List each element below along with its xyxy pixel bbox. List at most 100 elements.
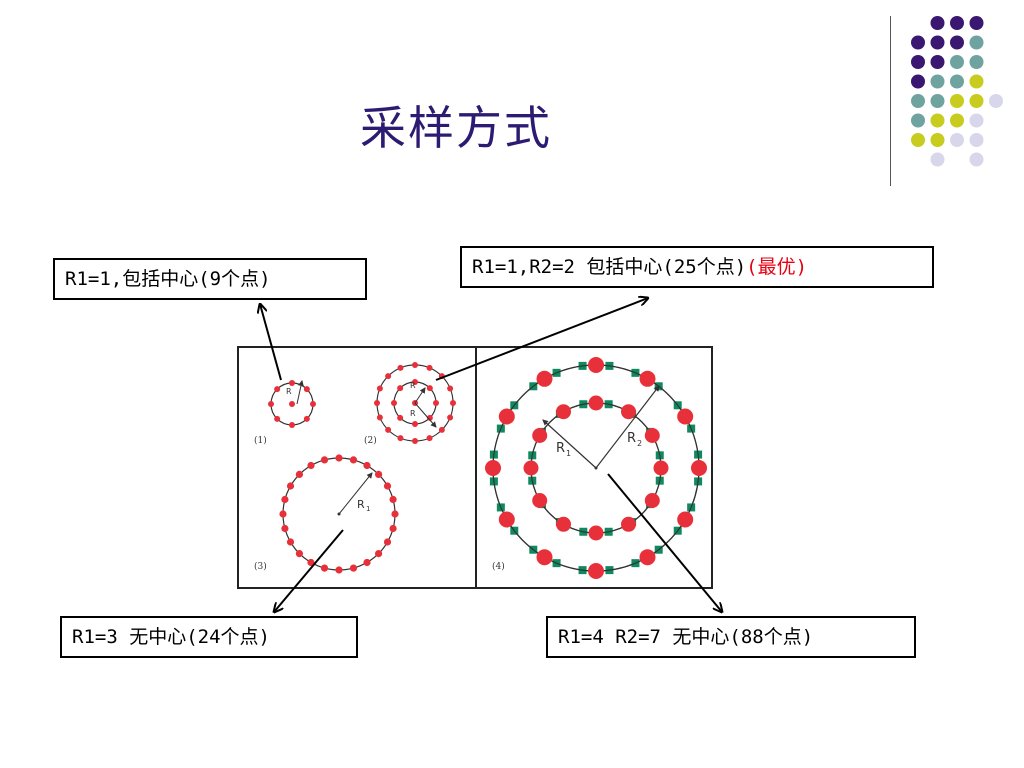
panel3-sample-point <box>383 482 392 490</box>
panel4-outer-red-sample-point <box>677 511 694 528</box>
panel2-outer-sample-point <box>447 385 454 392</box>
panel2-outer-sample-point <box>450 400 456 406</box>
panel2-inner-sample-point <box>397 385 404 392</box>
panel2-inner-sample-point <box>412 421 418 427</box>
panel3-sample-point <box>383 538 392 546</box>
panel4-outer-red-sample-point <box>691 460 707 476</box>
panel3-sample-point <box>281 495 289 504</box>
panel4-inner-red-sample-point <box>556 404 571 420</box>
decoration-dot <box>950 113 964 128</box>
panel4-outer-red-sample-point <box>639 549 656 566</box>
radius-line-3 <box>338 472 373 515</box>
decoration-dot <box>969 55 984 69</box>
decoration-dot <box>950 35 964 50</box>
panel1-sample-point <box>310 401 316 407</box>
dot-grid-decoration-icon <box>900 10 1010 170</box>
decoration-dot <box>969 94 984 108</box>
panel4-outer-red-sample-point <box>485 460 501 476</box>
panel2-inner-sample-point <box>391 400 397 406</box>
radius-sub-4a: 1 <box>566 449 571 458</box>
decoration-dot <box>930 35 945 50</box>
panel4-inner-red-sample-point <box>644 428 660 443</box>
panel2-inner-sample-point <box>412 379 418 385</box>
decoration-dot <box>930 94 945 108</box>
panel4-outer-red-sample-point <box>677 408 694 425</box>
radius-line-1 <box>296 380 304 405</box>
label-r3-nocenter: R1=3 无中心(24个点) <box>60 616 358 658</box>
radius-label-2b: R <box>410 409 416 418</box>
radius-label-1: R <box>286 387 292 396</box>
panel1-sample-point <box>274 386 281 393</box>
panel1-sample-point <box>303 415 310 422</box>
panel3-sample-point <box>391 510 399 518</box>
panel2-inner-sample-point <box>397 414 404 421</box>
radius-label-4a: R <box>556 441 565 456</box>
panel3-sample-point <box>295 470 304 479</box>
decoration-dot <box>911 94 925 108</box>
panel3-sample-point <box>320 564 329 572</box>
panel2-outer-sample-point <box>426 435 433 442</box>
panel2-outer-sample-point <box>397 435 404 442</box>
radius-line-4b <box>595 385 660 469</box>
panel3-sample-point <box>307 461 315 470</box>
panel3-sample-point <box>389 524 397 533</box>
panel3-sample-point <box>349 564 358 572</box>
decoration-dot <box>911 74 925 89</box>
panel4-inner-red-sample-point <box>523 460 539 476</box>
panel4-inner-red-sample-point <box>588 525 604 541</box>
panel1-center-point <box>289 401 295 407</box>
radius-sub-4b: 2 <box>637 439 642 448</box>
panel-label-1: (1) <box>254 435 267 446</box>
panel3-sample-point <box>335 454 343 462</box>
panel4-outer-red-sample-point <box>498 511 515 528</box>
label-r1-r2-center-text: R1=1,R2=2 包括中心(25个点) <box>472 256 747 278</box>
panel4-inner-red-sample-point <box>532 428 548 443</box>
panel3-sample-point <box>389 495 397 504</box>
decoration-dot <box>930 113 945 128</box>
decoration-dot <box>911 113 925 128</box>
panel-label-3: (3) <box>254 561 267 572</box>
decoration-dot <box>911 55 925 69</box>
panel2-outer-sample-point <box>438 426 445 433</box>
radius-label-2a: R <box>410 381 416 390</box>
panel4-inner-red-sample-point <box>588 395 604 411</box>
panel2-outer-sample-point <box>376 414 383 421</box>
label-r3-nocenter-text: R1=3 无中心(24个点) <box>72 626 270 648</box>
panel1-sample-point <box>274 415 281 422</box>
decoration-dot <box>930 133 945 147</box>
panel2-outer-sample-point <box>412 438 418 444</box>
panel4-inner-red-sample-point <box>621 516 636 532</box>
panel1-sample-point <box>289 422 295 428</box>
panel4-outer-red-sample-point <box>588 357 604 373</box>
panel3-sample-point <box>363 558 371 567</box>
panel2-outer-sample-point <box>376 385 383 392</box>
panel1-sample-point <box>303 386 310 393</box>
decoration-dot <box>969 35 984 50</box>
decoration-dot <box>950 16 964 30</box>
arrow-1 <box>260 304 282 381</box>
arrow-2 <box>435 298 648 381</box>
radius-line-4a <box>542 419 597 469</box>
panel3-sample-point <box>363 461 371 470</box>
panel2-outer-sample-point <box>385 373 392 380</box>
decoration-dot <box>930 55 945 69</box>
decoration-dot <box>969 16 984 30</box>
panel4-inner-red-sample-point <box>644 493 660 508</box>
panel2-inner-sample-point <box>426 414 433 421</box>
decoration-dot <box>989 94 1003 108</box>
radius-line-2b <box>414 402 437 428</box>
panel2-outer-sample-point <box>447 414 454 421</box>
panel1-sample-point <box>289 380 295 386</box>
panel2-inner-sample-point <box>433 400 439 406</box>
label-r1-center: R1=1,包括中心(9个点) <box>53 258 367 300</box>
panel4-outer-red-sample-point <box>536 549 553 566</box>
panel3-sample-point <box>286 538 295 546</box>
panel-label-2: (2) <box>364 435 377 446</box>
panel3-sample-point <box>349 456 358 464</box>
decoration-dot <box>950 94 964 108</box>
decoration-dot <box>950 133 964 147</box>
panel4-outer-red-sample-point <box>536 370 553 387</box>
panel4-outer-red-sample-point <box>639 370 656 387</box>
label-r4-r7-nocenter: R1=4 R2=7 无中心(88个点) <box>546 616 916 658</box>
